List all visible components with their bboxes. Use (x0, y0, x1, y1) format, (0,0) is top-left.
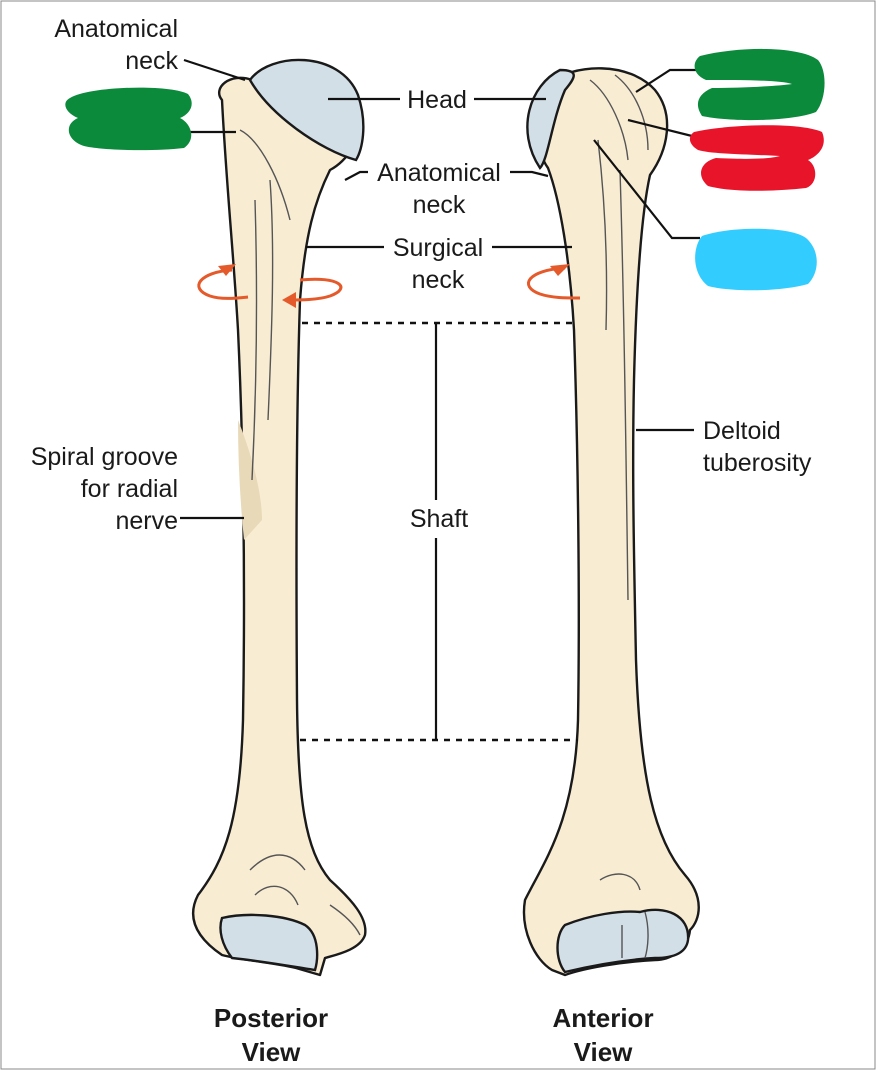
anatomical-neck-left-label-line1: Anatomical (54, 15, 178, 43)
surgical-neck-label-line1: Surgical (393, 234, 483, 262)
right-red-leader (627, 118, 701, 140)
posterior-rotation-arrowhead-left (218, 264, 236, 276)
right-blue-leader (593, 139, 700, 240)
deltoid-tuberosity-label-line2: tuberosity (703, 449, 812, 477)
posterior-humerus (192, 58, 367, 977)
right-red-redaction (689, 125, 824, 191)
anatomical-neck-center-leader-right (510, 170, 549, 178)
posterior-view-title-line1: Posterior (214, 1003, 328, 1033)
shaft-label: Shaft (410, 505, 468, 533)
posterior-trochlea-cartilage (219, 913, 319, 972)
shaft-bracket (300, 321, 578, 742)
anterior-rotation-arrowhead (550, 264, 570, 276)
anterior-capitulum-trochlea-cartilage (556, 908, 690, 974)
anterior-view-title-line1: Anterior (552, 1003, 653, 1033)
anterior-humerus-bone (522, 67, 700, 977)
posterior-rotation-arrow-left (197, 268, 249, 300)
anterior-humerus (522, 67, 700, 977)
posterior-rotation-arrow-right (287, 277, 343, 302)
anterior-bone-detail-lines (589, 74, 649, 959)
spiral-groove-label-line2: for radial (81, 475, 178, 503)
spiral-groove-label-line3: nerve (115, 507, 178, 535)
posterior-rotation-arrowhead-right (282, 292, 296, 308)
leader-lines (180, 58, 701, 520)
deltoid-tuberosity-label-line1: Deltoid (703, 417, 781, 445)
right-green-leader (635, 68, 700, 93)
right-blue-redaction (695, 228, 817, 291)
labels: Anatomical neck Head Anatomical neck Sur… (31, 15, 812, 1067)
surgical-neck-label-line2: neck (412, 266, 465, 294)
anatomical-neck-left-label-line2: neck (125, 47, 178, 75)
posterior-spiral-groove-shading (238, 420, 262, 540)
anterior-rotation-arrow (527, 266, 581, 300)
right-green-redaction (694, 48, 825, 121)
anterior-view-title-line2: View (574, 1037, 634, 1067)
posterior-view-title-line2: View (242, 1037, 302, 1067)
anterior-head-cartilage (526, 68, 575, 170)
anatomical-neck-left-leader (183, 58, 246, 82)
spiral-groove-label-line1: Spiral groove (31, 443, 178, 471)
anatomical-neck-center-label-line2: neck (413, 191, 466, 219)
posterior-bone-detail-lines (239, 129, 361, 936)
anatomical-neck-center-label-line1: Anatomical (377, 159, 501, 187)
posterior-head-cartilage (248, 58, 365, 162)
posterior-humerus-bone (192, 63, 367, 977)
rotation-arrows (197, 264, 581, 308)
redaction-marks (65, 48, 825, 291)
head-label: Head (407, 86, 467, 114)
anatomical-neck-center-leader-left (344, 170, 368, 181)
left-green-redaction (65, 87, 192, 151)
